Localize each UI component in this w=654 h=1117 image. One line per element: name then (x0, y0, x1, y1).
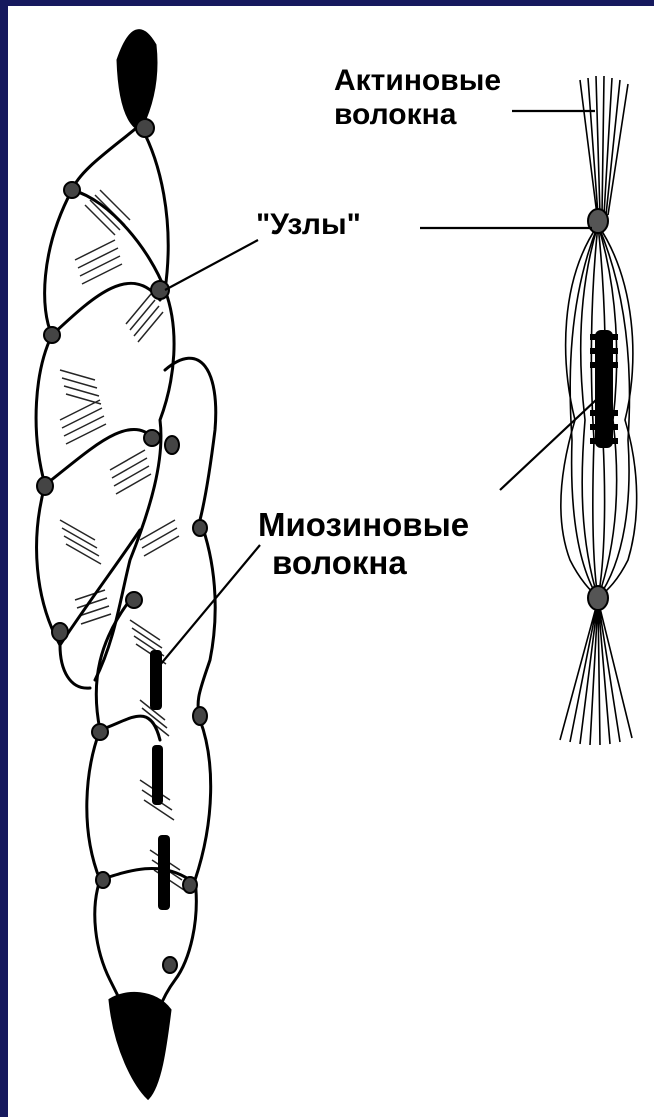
myosin-label-line-2: волокна (258, 544, 469, 582)
actin-label-line-2: волокна (334, 98, 501, 132)
contracted-nodes (37, 119, 207, 973)
fiber-bottom-cap (110, 993, 170, 1098)
fiber-inner-strand-2 (52, 283, 160, 335)
actin-label-line-1: Актиновые (334, 64, 501, 98)
fiber-inner-strand-6 (100, 868, 190, 880)
fiber-inner-strand-3 (45, 429, 155, 485)
fiber-outline-lower-left (87, 600, 135, 1030)
nodes-leader-line-left (165, 240, 258, 290)
fiber-top-cap (118, 31, 156, 130)
myosin-label-line-1: Миозиновые (258, 506, 469, 544)
contracted-myosin-bars (150, 650, 170, 910)
fiber-inner-strand-5 (100, 716, 160, 740)
nodes-label: "Узлы" (256, 210, 361, 240)
actin-filaments-label: Актиновые волокна (334, 64, 501, 132)
myosin-filaments-label: Миозиновые волокна (258, 506, 469, 582)
